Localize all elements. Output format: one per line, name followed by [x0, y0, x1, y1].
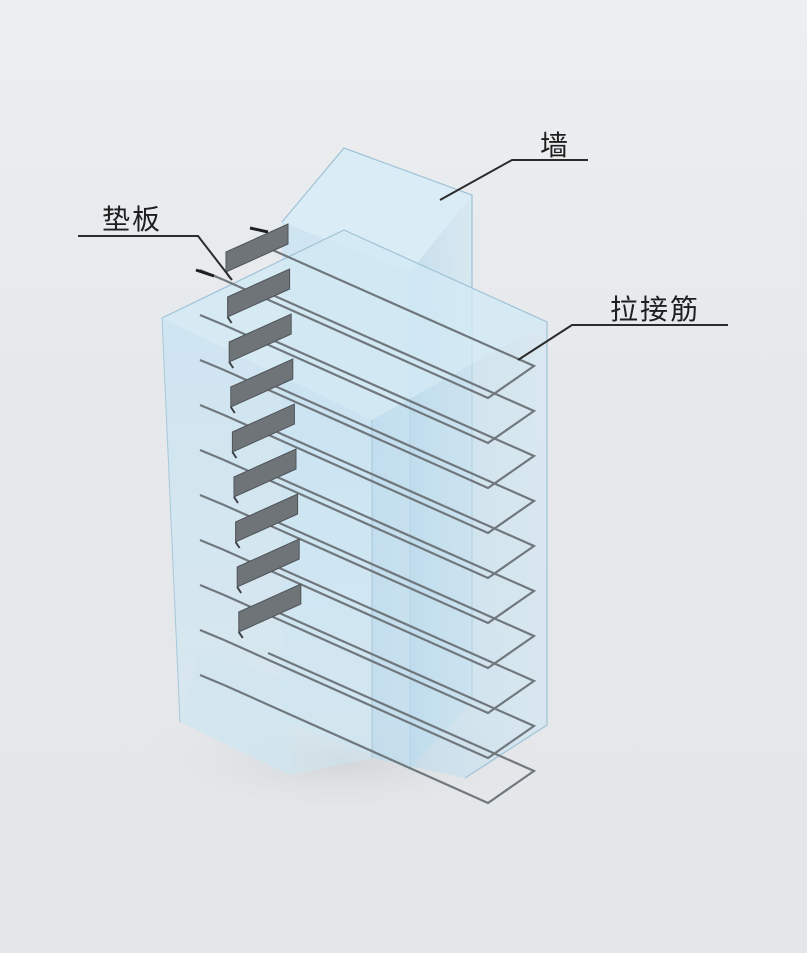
tie-bar: [223, 336, 537, 490]
pad-plate: [228, 313, 292, 363]
tie-bar: [223, 291, 537, 445]
tie-bar: [223, 651, 537, 805]
tie-bars-group: [195, 226, 537, 805]
wall-label: 墙: [540, 129, 571, 162]
pad-plate-edge: [231, 451, 238, 459]
tie-bar: [223, 516, 537, 670]
tie-bar-end: [199, 403, 225, 417]
pad-plate-edge: [234, 541, 241, 549]
bar-end-stub: [195, 268, 215, 278]
tie-bar-end: [199, 538, 225, 552]
pad-label: 垫板: [102, 203, 163, 236]
pad-plates-group: [225, 223, 302, 639]
tie-bar-end: [199, 493, 225, 507]
tie-bar: [223, 381, 537, 535]
pad-plate-edge: [233, 496, 239, 504]
pad-plate-edge: [236, 586, 243, 594]
tie-bar-end: [199, 628, 225, 642]
tie-bar: [223, 561, 537, 715]
tie-bar-label: 拉接筋: [610, 293, 701, 326]
tie-bar: [223, 426, 537, 580]
tie-bar-end: [199, 313, 225, 327]
tie-bar-end: [199, 448, 225, 462]
pad-plate: [233, 448, 297, 498]
tie-bar-end: [199, 673, 225, 687]
bar-end-stub: [249, 226, 269, 234]
tie-bar: [223, 606, 537, 760]
front-wall: [161, 229, 548, 779]
pad-plate-edge: [226, 316, 233, 324]
tie-bar-leader-line: [517, 324, 728, 361]
pad-plate-edge: [237, 631, 244, 639]
pad-plate: [231, 403, 295, 453]
pad-plate-edge: [228, 361, 235, 369]
tie-bar-end: [199, 358, 225, 372]
pad-plate: [236, 538, 300, 588]
pad-plate-edge: [229, 406, 236, 414]
pad-plate: [227, 268, 291, 318]
pad-plate: [235, 493, 299, 543]
pad-plate: [238, 583, 302, 633]
tie-bar: [223, 471, 537, 625]
tie-bar-end: [199, 583, 225, 597]
tie-bar: [223, 246, 537, 400]
pad-plate: [225, 223, 289, 273]
wall-leader-line: [439, 159, 588, 201]
pad-leader-line: [78, 235, 233, 281]
pad-plate: [230, 358, 294, 408]
